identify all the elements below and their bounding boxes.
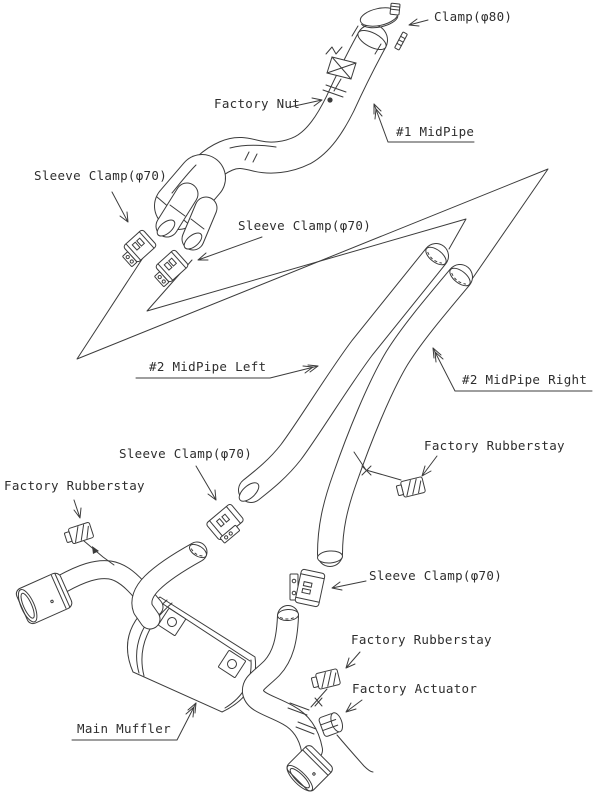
- part-sleeve-clamp-mid: [206, 504, 244, 544]
- leader-sleeve-clamp-top-left: [111, 191, 129, 223]
- factory-nut-icon: [327, 97, 333, 103]
- part-sleeve-clamp-top-mid: [154, 249, 189, 287]
- part-rear-exhaust-tip: [286, 745, 333, 792]
- rubberstay-rod-left: [83, 540, 115, 566]
- label-main-muffler: Main Muffler: [77, 721, 171, 736]
- label-midpipe2-left: #2 MidPipe Left: [149, 359, 267, 374]
- label-factory-nut: Factory Nut: [214, 96, 301, 111]
- part-factory-actuator: [318, 712, 344, 737]
- part-sleeve-clamp-top-left: [122, 229, 157, 267]
- part-clamp-80: [359, 2, 408, 51]
- leader-rubberstay-right: [421, 455, 438, 477]
- leader-factory-nut: [289, 97, 323, 108]
- label-rubberstay-right: Factory Rubberstay: [424, 438, 565, 453]
- leader-rubberstay-bottom: [345, 651, 361, 669]
- label-midpipe1: #1 MidPipe: [396, 124, 475, 139]
- label-sleeve-clamp-mid: Sleeve Clamp(φ70): [119, 446, 253, 461]
- label-sleeve-clamp-lower: Sleeve Clamp(φ70): [369, 568, 503, 583]
- leader-sleeve-clamp-mid: [195, 465, 217, 501]
- leader-main-muffler: [71, 702, 197, 741]
- label-rubberstay-bottom: Factory Rubberstay: [351, 632, 492, 647]
- part-rubberstay-bottom: [310, 668, 341, 690]
- leader-midpipe1: [373, 103, 475, 143]
- label-midpipe2-right: #2 MidPipe Right: [462, 372, 588, 387]
- label-sleeve-clamp-top-mid: Sleeve Clamp(φ70): [238, 218, 372, 233]
- part-rear-downpipe: [241, 605, 328, 761]
- part-midpipe1: [154, 24, 388, 251]
- part-midpipe2-left: [238, 243, 449, 503]
- leader-sleeve-clamp-lower: [331, 580, 367, 591]
- leader-sleeve-clamp-top-mid: [197, 236, 263, 261]
- part-rubberstay-right: [395, 476, 426, 498]
- part-rubberstay-left: [63, 522, 94, 544]
- part-midpipe2-right: [317, 264, 473, 567]
- leader-clamp-80: [408, 18, 429, 27]
- leader-factory-actuator: [345, 699, 363, 713]
- leader-rubberstay-left: [73, 499, 82, 519]
- divider-chevron-inner: [146, 218, 467, 312]
- divider-chevron-outer: [76, 168, 549, 360]
- part-sleeve-clamp-lower: [289, 568, 326, 608]
- label-clamp-80: Clamp(φ80): [434, 9, 513, 24]
- label-factory-actuator: Factory Actuator: [352, 681, 478, 696]
- label-sleeve-clamp-top-left: Sleeve Clamp(φ70): [34, 168, 168, 183]
- actuator-cable: [336, 734, 374, 773]
- part-left-exhaust-tip: [15, 572, 73, 625]
- label-rubberstay-left: Factory Rubberstay: [4, 478, 145, 493]
- leader-midpipe2-left: [135, 364, 319, 379]
- part-muffler-inlet-pipe: [131, 541, 208, 630]
- leader-midpipe2-right: [432, 347, 593, 392]
